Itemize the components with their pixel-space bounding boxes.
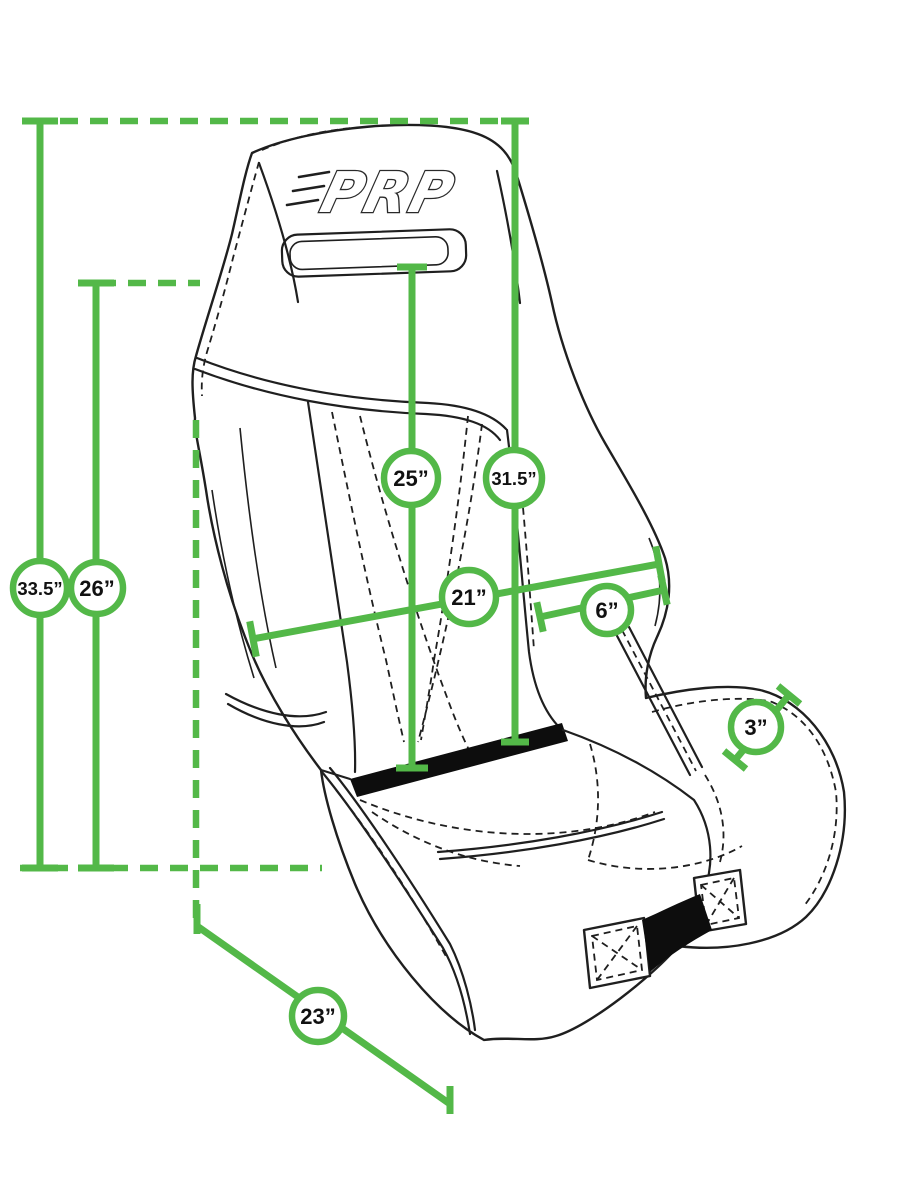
dimension-circle	[9, 557, 71, 619]
dimension-label: 26”	[79, 576, 114, 601]
dimension-harness-to-cushion: 25”	[380, 263, 442, 772]
shoulder-seam	[193, 356, 508, 442]
dimension-label: 25”	[393, 466, 428, 491]
headrest-left-seam	[257, 161, 300, 304]
left-wing-seams	[211, 427, 328, 728]
right-crease	[561, 728, 712, 898]
dimension-circle	[380, 447, 442, 509]
dimension-circle	[727, 698, 785, 756]
dimension-wing-depth: 6”	[533, 574, 671, 638]
dimension-headrest-to-cushion: 31.5”	[482, 117, 546, 746]
left-thigh-bolster	[320, 766, 477, 1036]
right-bolster-stitching	[651, 697, 838, 907]
cushion-stitching	[359, 743, 743, 870]
dimension-circle	[288, 986, 348, 1046]
dimension-circle	[438, 566, 500, 628]
seat-illustration: PRP	[191, 123, 846, 1042]
harness-slot	[280, 228, 468, 278]
dimension-overall-height: 33.5”	[9, 117, 71, 872]
seat-silhouette	[191, 123, 846, 1042]
dimension-seat-depth: 23”	[193, 904, 454, 1114]
logo-text: PRP	[315, 161, 462, 226]
back-panel-left-seam	[306, 400, 357, 774]
dimension-label: 6”	[595, 598, 618, 623]
dimension-backrest-height: 26”	[67, 279, 127, 872]
dimension-bolster-height: 3”	[721, 683, 803, 772]
strap-handle	[582, 868, 748, 990]
dimension-label: 33.5”	[17, 578, 62, 599]
dimension-circle	[482, 446, 546, 510]
dimension-label: 3”	[744, 715, 767, 740]
cushion-front-lip	[436, 810, 666, 861]
strap-webbing	[642, 894, 712, 972]
dimension-label: 31.5”	[491, 468, 536, 489]
dimension-label: 23”	[300, 1004, 335, 1029]
dimension-circle	[579, 582, 635, 638]
dimension-circle	[67, 558, 127, 618]
extension-lines	[20, 117, 500, 928]
logo-bars	[285, 170, 331, 207]
headrest-stitching	[200, 127, 353, 397]
prp-logo: PRP	[285, 159, 463, 227]
side-harness-strap	[613, 625, 704, 777]
dimension-label: 21”	[451, 585, 486, 610]
